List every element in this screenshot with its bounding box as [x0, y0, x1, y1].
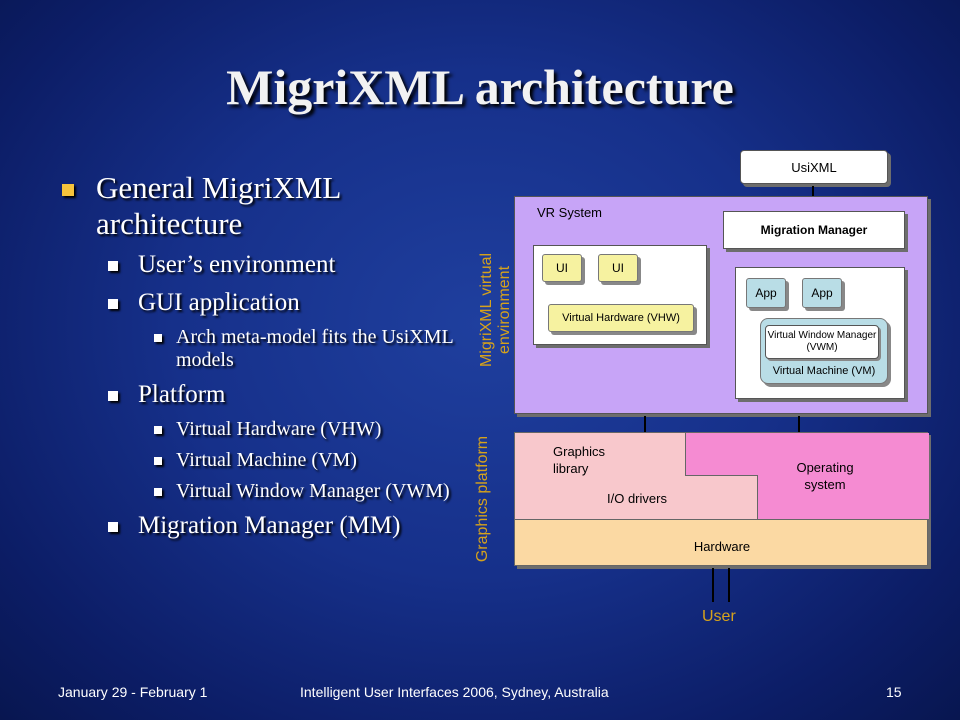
graphics-library-region: [515, 433, 685, 475]
virtual-machine-box: Virtual Window Manager (VWM) Virtual Mac…: [760, 318, 888, 384]
bullet-square-icon: [154, 457, 162, 465]
bullet-platform: Platform: [60, 380, 460, 410]
operating-system-label: Operating system: [796, 460, 854, 492]
app-box-1: App: [746, 278, 786, 308]
bullet-gui-application: GUI application: [60, 288, 460, 318]
bullet-square-icon: [62, 184, 74, 196]
bullet-square-icon: [154, 488, 162, 496]
footer-conference: Intelligent User Interfaces 2006, Sydney…: [300, 684, 609, 700]
os-step-line: [685, 475, 757, 476]
vr-graphics-arrow: [644, 416, 646, 432]
virtual-hardware-box: Virtual Hardware (VHW): [548, 304, 694, 332]
footer-date: January 29 - February 1: [58, 684, 208, 700]
migration-manager-box: Migration Manager: [723, 211, 905, 249]
bullet-square-icon: [108, 391, 118, 401]
io-drivers-label: I/O drivers: [607, 491, 667, 506]
bullet-square-icon: [108, 522, 118, 532]
app-box-2: App: [802, 278, 842, 308]
bullet-users-environment: User’s environment: [60, 250, 460, 280]
bullet-list: General MigriXML architecture User’s env…: [60, 170, 460, 549]
io-drivers-region: [515, 475, 757, 520]
usixml-box: UsiXML: [740, 150, 888, 184]
bullet-virtual-hardware: Virtual Hardware (VHW): [60, 418, 460, 441]
bullet-square-icon: [108, 299, 118, 309]
vr-os-arrow: [798, 416, 800, 432]
footer-page-number: 15: [886, 684, 902, 700]
bullet-migration-manager: Migration Manager (MM): [60, 511, 460, 541]
bullet-square-icon: [154, 426, 162, 434]
bullet-arch-meta-model: Arch meta-model fits the UsiXML models: [60, 326, 460, 372]
user-label: User: [702, 608, 736, 625]
vr-system-box: VR System Migration Manager UI UI Virtua…: [514, 196, 928, 414]
slide-title: MigriXML architecture: [226, 59, 734, 115]
ui-box-1: UI: [542, 254, 582, 282]
graphics-platform-label: Graphics platform: [474, 435, 491, 563]
operating-system-region: [685, 433, 929, 475]
hardware-label: Hardware: [693, 539, 751, 554]
virtual-window-manager-box: Virtual Window Manager (VWM): [765, 325, 879, 359]
vm-application-box: App App Virtual Window Manager (VWM) Vir…: [735, 267, 905, 399]
bullet-virtual-window-manager: Virtual Window Manager (VWM): [60, 480, 460, 503]
graphics-platform-box: Graphics library I/O drivers Operating s…: [514, 432, 929, 566]
bullet-square-icon: [108, 261, 118, 271]
bullet-square-icon: [154, 334, 162, 342]
user-arrow-down: [728, 568, 730, 602]
ui-box-2: UI: [598, 254, 638, 282]
migrixml-env-label: MigriXML virtual environment: [478, 252, 513, 368]
gui-application-box: UI UI Virtual Hardware (VHW): [533, 245, 707, 345]
graphics-library-label: Graphics library: [553, 444, 606, 476]
user-arrow-up: [712, 568, 714, 602]
operating-system-region-lower: [757, 475, 929, 520]
bullet-general-architecture: General MigriXML architecture: [60, 170, 460, 242]
bullet-virtual-machine: Virtual Machine (VM): [60, 449, 460, 472]
